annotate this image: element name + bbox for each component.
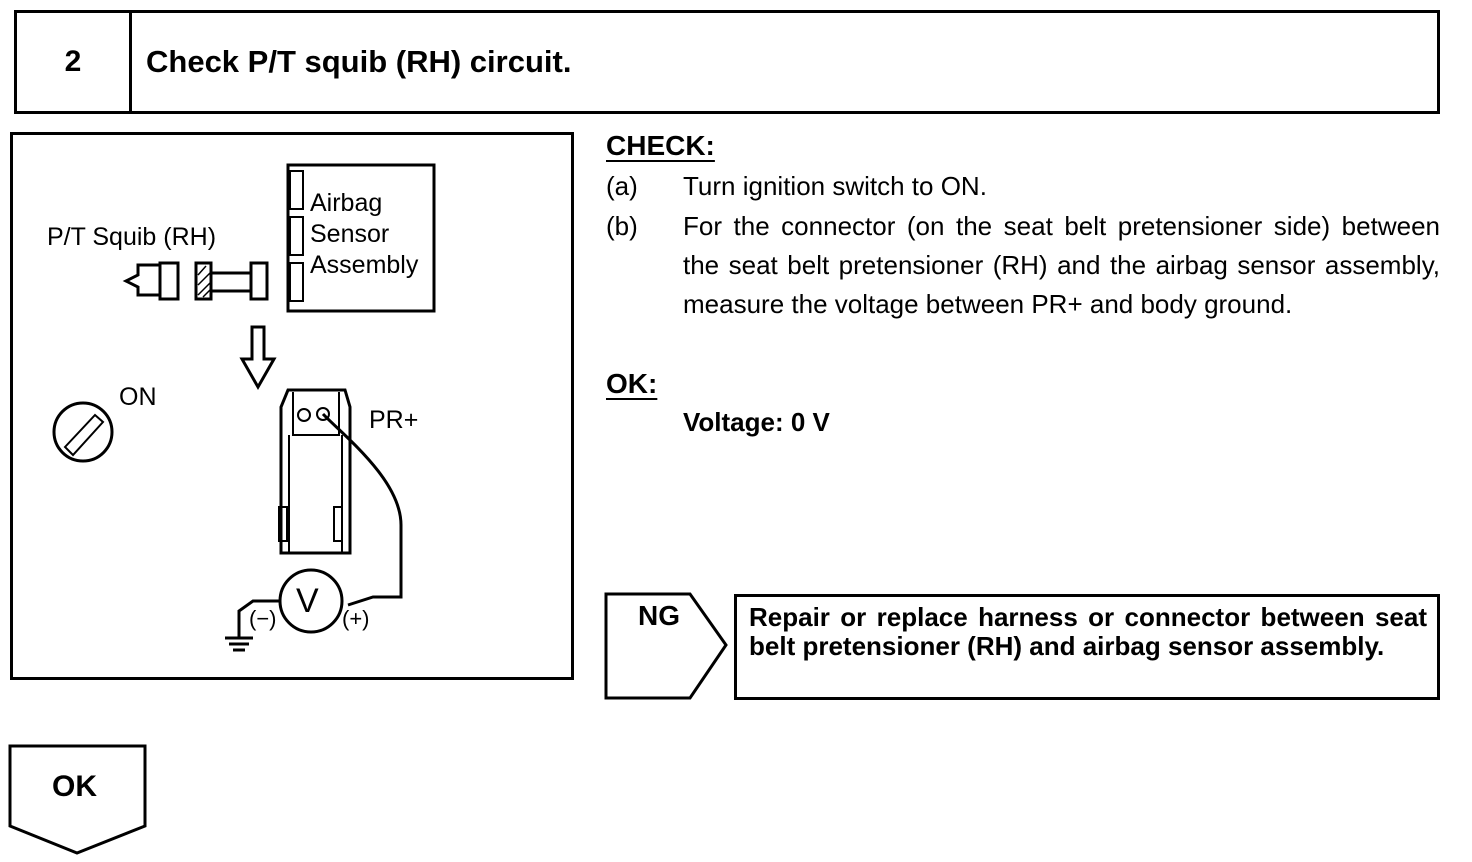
voltage-spec: Voltage: 0 V xyxy=(683,407,830,437)
sensor-label-line3: Assembly xyxy=(310,251,419,279)
sensor-label-line1: Airbag xyxy=(310,189,383,217)
step-a-letter: (a) xyxy=(606,171,638,201)
ng-label: NG xyxy=(638,600,680,631)
ng-action-box: Repair or replace harness or connector b… xyxy=(734,594,1440,700)
step-b-text: For the connector (on the seat belt pret… xyxy=(683,211,1440,319)
sensor-connector-slot xyxy=(289,216,304,256)
circuit-diagram xyxy=(52,163,436,652)
step-a-text: Turn ignition switch to ON. xyxy=(683,171,987,201)
ng-action-text: Repair or replace harness or connector b… xyxy=(749,602,1427,661)
sensor-connector-slot xyxy=(289,170,304,210)
check-heading: CHECK: xyxy=(606,130,715,161)
harness-connector xyxy=(209,271,253,293)
circuit-illustration: P/T Squib (RH) Airbag Sensor Assembly ON… xyxy=(10,132,574,680)
meter-symbol: V xyxy=(296,582,319,620)
ok-label: OK xyxy=(52,770,97,803)
terminal-label: PR+ xyxy=(369,406,419,434)
ignition-label: ON xyxy=(119,383,157,411)
pretensioner-connector xyxy=(279,388,352,555)
down-arrow-icon xyxy=(239,325,277,391)
harness-connector-end xyxy=(249,261,269,301)
sensor-assembly-box xyxy=(286,163,436,313)
ok-heading: OK: xyxy=(606,368,658,399)
squib-label: P/T Squib (RH) xyxy=(47,223,217,251)
ignition-switch-icon xyxy=(52,401,114,463)
squib-connector xyxy=(158,261,180,301)
ground-lead xyxy=(237,599,280,638)
step-title: Check P/T squib (RH) circuit. xyxy=(146,44,572,79)
ng-arrow-box xyxy=(604,592,728,700)
step-header: 2 Check P/T squib (RH) circuit. xyxy=(14,10,1440,114)
sensor-label-line2: Sensor xyxy=(310,220,390,248)
squib-plug xyxy=(122,263,160,297)
probe-lead xyxy=(321,412,403,607)
minus-label: (−) xyxy=(249,606,277,631)
step-b-letter: (b) xyxy=(606,211,638,241)
ok-arrow-box xyxy=(8,744,147,855)
plus-label: (+) xyxy=(342,606,370,631)
step-number: 2 xyxy=(17,13,132,111)
sensor-connector-slot xyxy=(289,262,304,302)
